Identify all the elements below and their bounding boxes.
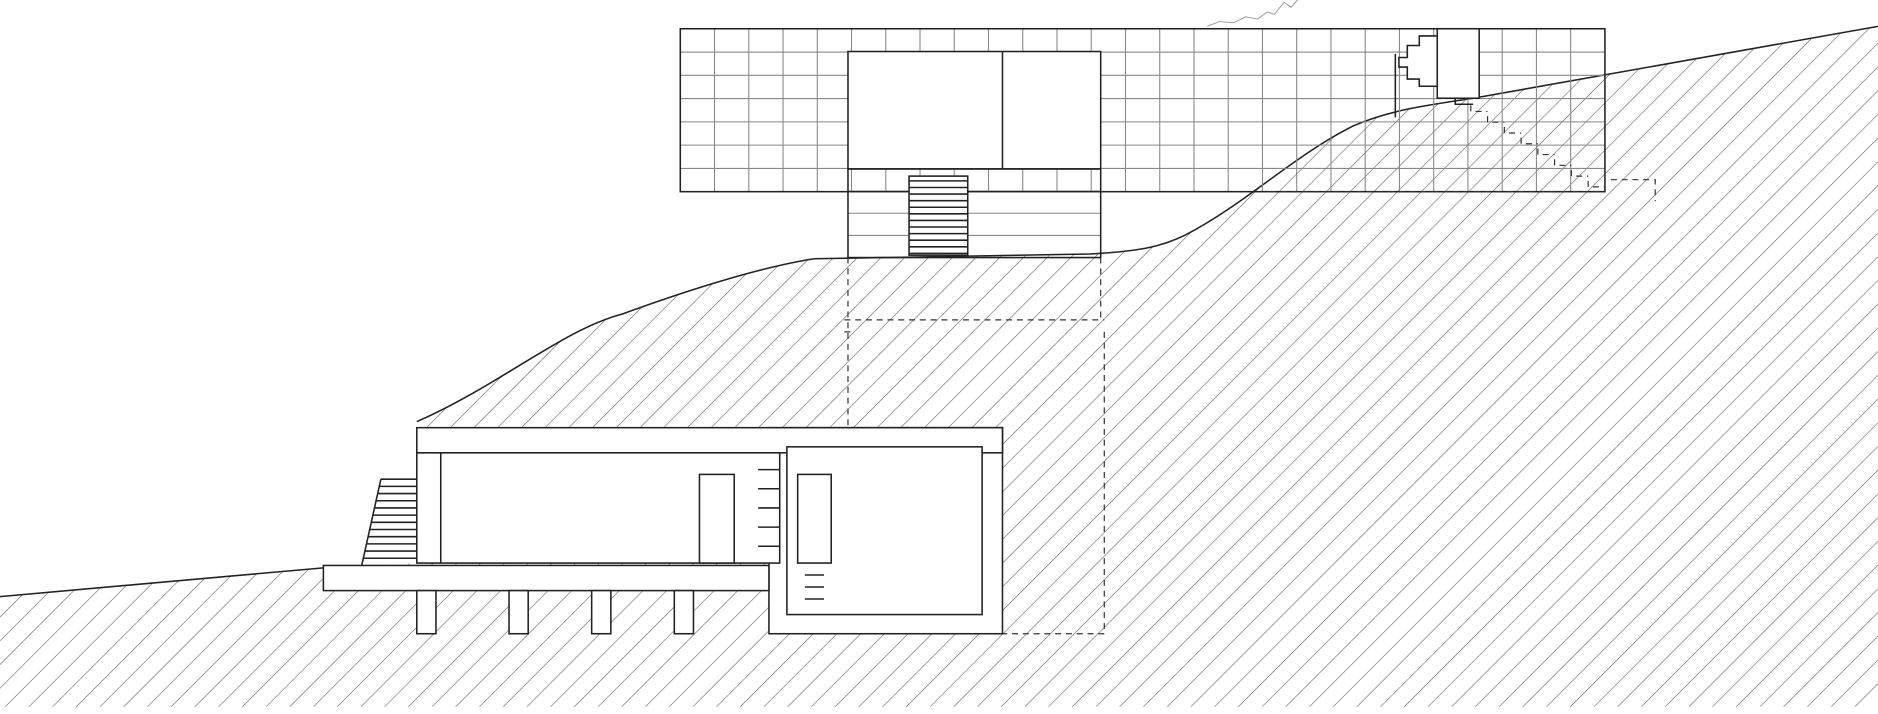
central-block-lower xyxy=(847,168,1102,259)
hidden-step xyxy=(1537,148,1555,156)
stair-upper-treads xyxy=(909,180,968,255)
slab xyxy=(322,564,770,592)
wall-marks xyxy=(758,468,825,600)
pier xyxy=(673,589,695,635)
central-block xyxy=(847,50,1102,170)
hidden-step xyxy=(1570,170,1589,177)
sketch-mark xyxy=(1207,0,1299,27)
stair-upper xyxy=(908,175,969,256)
tower xyxy=(1436,27,1480,100)
pier xyxy=(508,589,529,635)
terrain-line-lower xyxy=(0,567,324,598)
tower-steps xyxy=(1398,35,1439,88)
door xyxy=(698,473,735,564)
hidden-step xyxy=(1554,159,1572,166)
pier xyxy=(590,589,612,635)
stair-edge xyxy=(360,479,382,566)
hidden-step xyxy=(1520,137,1538,145)
terrain-line-upper xyxy=(416,25,1878,423)
piers xyxy=(416,589,695,635)
window xyxy=(796,473,832,564)
hidden-step xyxy=(1470,105,1488,113)
stair-lower xyxy=(360,478,417,566)
tower-base xyxy=(1394,53,1474,118)
pier xyxy=(416,589,437,635)
hidden-step xyxy=(1486,116,1505,123)
hidden-step xyxy=(1587,180,1605,188)
